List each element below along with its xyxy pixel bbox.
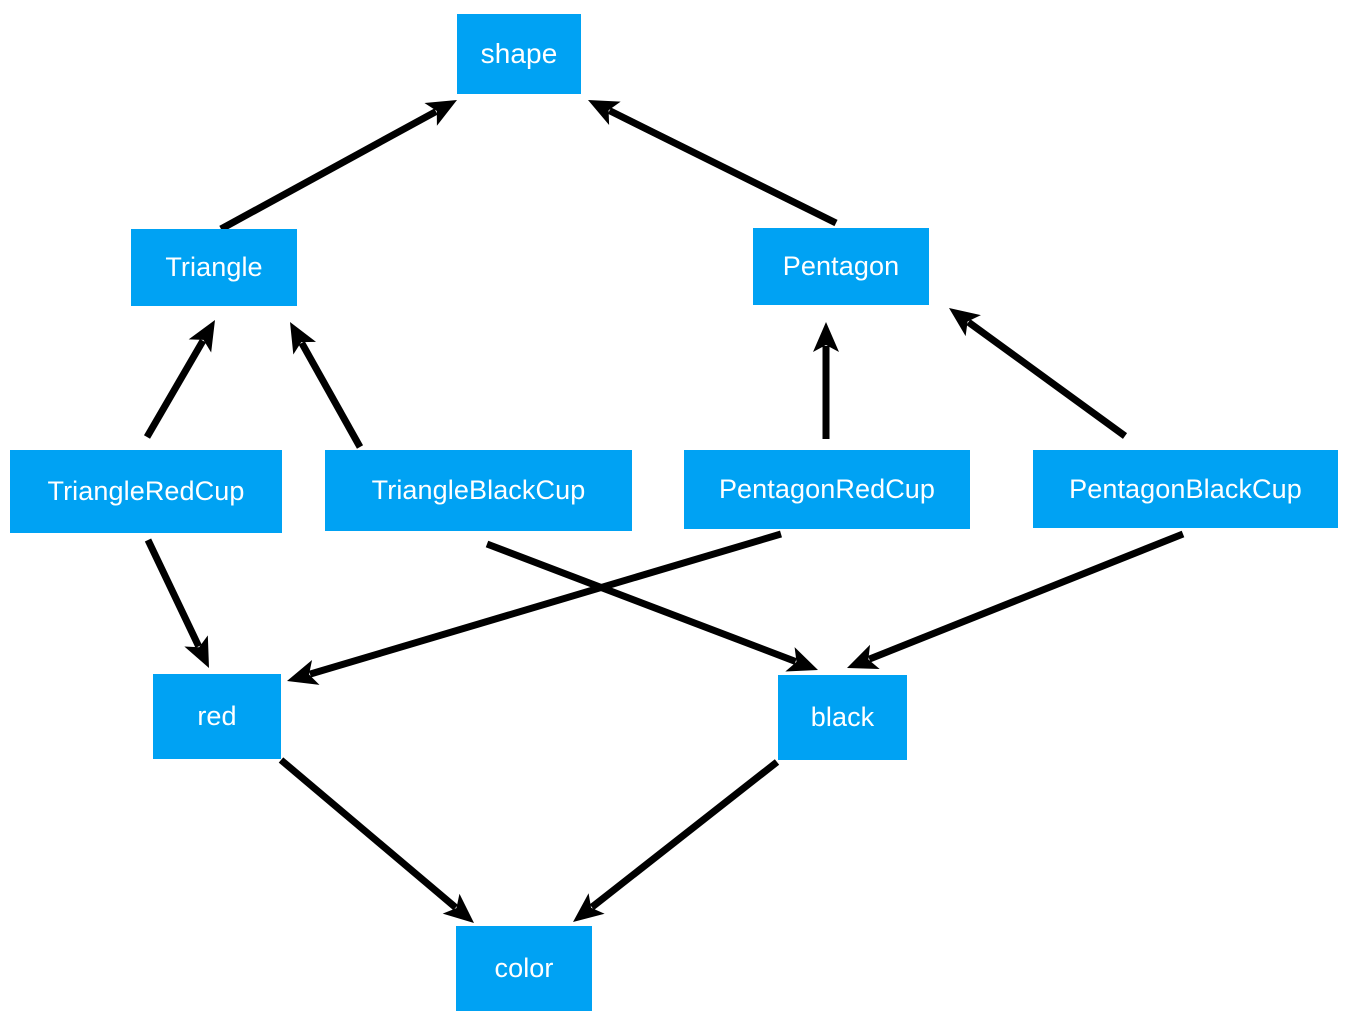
graph-node-pentagon[interactable]: Pentagon	[753, 228, 929, 305]
graph-edge	[588, 100, 838, 227]
graph-node-red[interactable]: red	[153, 674, 281, 759]
graph-node-label: color	[494, 953, 554, 983]
graph-edge	[219, 100, 457, 233]
edge-line	[309, 530, 782, 678]
graph-node-label: PentagonRedCup	[718, 474, 936, 504]
edge-line	[144, 538, 202, 648]
edge-arrowhead-icon	[184, 635, 209, 668]
graph-edge	[290, 322, 364, 449]
edge-line	[143, 338, 206, 439]
edge-line	[589, 759, 780, 910]
edge-line	[867, 530, 1185, 663]
edge-line	[607, 107, 838, 227]
edge-arrowhead-icon	[424, 100, 457, 126]
graph-edge	[573, 759, 780, 922]
edge-arrowhead-icon	[813, 322, 839, 352]
graph-node-label: PentagonBlackCup	[1069, 473, 1302, 504]
edge-arrowhead-icon	[290, 322, 317, 355]
graph-node-label: black	[810, 702, 875, 732]
edge-arrowhead-icon	[573, 893, 605, 922]
edge-line	[298, 341, 364, 449]
graph-node-triangleRedCup[interactable]: TriangleRedCup	[10, 450, 282, 533]
graph-edge	[949, 308, 1128, 439]
graph-edge	[813, 322, 839, 439]
graph-node-triangleBlackCup[interactable]: TriangleBlackCup	[325, 450, 632, 531]
graph-edge	[847, 530, 1185, 669]
graph-node-shape[interactable]: shape	[457, 14, 581, 94]
edge-arrowhead-icon	[188, 320, 215, 353]
edge-line	[485, 540, 797, 665]
graph-edge	[144, 538, 209, 668]
graph-node-label: red	[197, 701, 237, 731]
graph-edge	[143, 320, 215, 439]
edge-line	[219, 108, 438, 233]
graph-edge	[485, 540, 818, 672]
graph-node-label: TriangleRedCup	[47, 476, 245, 506]
edge-line	[278, 757, 458, 911]
graph-node-black[interactable]: black	[778, 675, 907, 760]
graph-edge	[287, 530, 782, 685]
graph-node-pentagonRedCup[interactable]: PentagonRedCup	[684, 450, 970, 529]
edge-arrowhead-icon	[287, 659, 320, 685]
edge-line	[966, 319, 1128, 439]
graph-node-label: shape	[480, 38, 558, 69]
edge-arrowhead-icon	[847, 644, 880, 669]
graph-node-triangle[interactable]: Triangle	[131, 229, 297, 306]
graph-node-label: Triangle	[165, 252, 263, 282]
graph-edge	[278, 757, 474, 923]
edge-arrowhead-icon	[785, 647, 818, 672]
edge-arrowhead-icon	[442, 893, 474, 923]
graph-node-label: Pentagon	[782, 251, 900, 281]
graph-node-pentagonBlackCup[interactable]: PentagonBlackCup	[1033, 450, 1338, 528]
graph-node-color[interactable]: color	[456, 926, 592, 1011]
graph-node-label: TriangleBlackCup	[371, 475, 586, 505]
edge-arrowhead-icon	[949, 308, 981, 337]
edge-arrowhead-icon	[588, 100, 621, 125]
